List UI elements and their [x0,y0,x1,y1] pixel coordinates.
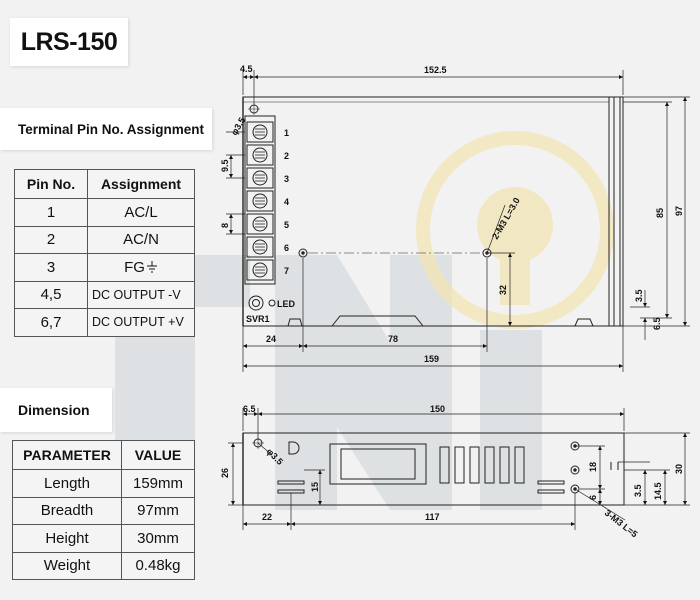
side-view-dimensions [228,408,690,530]
assignment-cell: AC/L [87,198,195,227]
col-header-assignment: Assignment [87,169,195,199]
led-label: LED [277,299,296,309]
terminal-screws [246,121,274,281]
dim-97: 97 [674,206,684,216]
side-view-drawing [242,432,625,506]
dim-4-5: 4.5 [240,64,253,74]
top-view-dimensions [226,70,690,372]
parameter-cell: Height [12,524,122,553]
dim-hole-3-5: φ3.5 [229,116,247,137]
dim-32: 32 [498,285,508,295]
dim-3-5-top: 3.5 [634,289,644,302]
dimension-table: PARAMETER VALUE Length 159mm Breadth 97m… [12,440,195,580]
table-header-row: Pin No. Assignment [14,169,195,199]
parameter-cell: Length [12,469,122,498]
pin-label-1: 1 [284,128,289,138]
dim-78: 78 [388,334,398,344]
table-row: 6,7 DC OUTPUT +V [14,308,195,337]
dim-15: 15 [310,482,320,492]
dim-6-5-top: 6.5 [652,317,662,330]
dimension-section-heading: Dimension [0,388,112,432]
pin-cell: 3 [14,253,88,282]
dim-26: 26 [220,468,230,478]
dim-6: 6 [588,495,598,500]
pin-label-6: 6 [284,243,289,253]
pin-label-2: 2 [284,151,289,161]
dim-9-5: 9.5 [220,159,230,172]
parameter-cell: Weight [12,551,122,580]
assignment-cell: DC OUTPUT +V [87,308,195,337]
table-row: 2 AC/N [14,225,195,254]
dim-3-5-side: 3.5 [633,484,643,497]
value-cell: 159mm [121,469,195,498]
pin-cell: 1 [14,198,88,227]
dim-152-5: 152.5 [424,65,447,75]
col-header-value: VALUE [121,440,195,470]
pin-cell: 6,7 [14,308,88,337]
pin-label-4: 4 [284,197,289,207]
table-header-row: PARAMETER VALUE [12,440,195,470]
dim-24: 24 [266,334,276,344]
dim-m3-side: 3-M3 L=5 [603,508,640,540]
terminal-pin-table: Pin No. Assignment 1 AC/L 2 AC/N 3 FG 4,… [14,169,195,337]
dim-hole-side: φ3.5 [265,446,285,466]
dim-30: 30 [674,464,684,474]
dim-14-5: 14.5 [653,482,663,500]
pin-label-5: 5 [284,220,289,230]
table-row: Height 30mm [12,524,195,553]
value-cell: 0.48kg [121,551,195,580]
pin-label-3: 3 [284,174,289,184]
pin-label-7: 7 [284,266,289,276]
assignment-cell: DC OUTPUT -V [87,280,195,309]
terminal-section-heading: Terminal Pin No. Assignment [0,108,212,150]
dim-6-5-side: 6.5 [243,404,256,414]
dim-8: 8 [220,223,230,228]
table-row: 4,5 DC OUTPUT -V [14,280,195,309]
dim-22: 22 [262,512,272,522]
dim-18: 18 [588,462,598,472]
svr-label: SVR1 [246,314,270,324]
dim-m3-top: 2-M3 L=3.0 [490,196,522,241]
assignment-text: FG [124,258,145,276]
parameter-cell: Breadth [12,496,122,525]
table-row: Weight 0.48kg [12,551,195,580]
table-row: Breadth 97mm [12,496,195,525]
pin-cell: 2 [14,225,88,254]
dim-159: 159 [424,354,439,364]
dim-150: 150 [430,404,445,414]
table-row: 1 AC/L [14,198,195,227]
dim-117: 117 [425,512,440,522]
product-title: LRS-150 [10,18,128,66]
assignment-cell: AC/N [87,225,195,254]
col-header-parameter: PARAMETER [12,440,122,470]
col-header-pin: Pin No. [14,169,88,199]
table-row: Length 159mm [12,469,195,498]
ground-symbol-icon [146,260,157,273]
top-view-drawing [242,96,624,327]
dim-85: 85 [655,208,665,218]
